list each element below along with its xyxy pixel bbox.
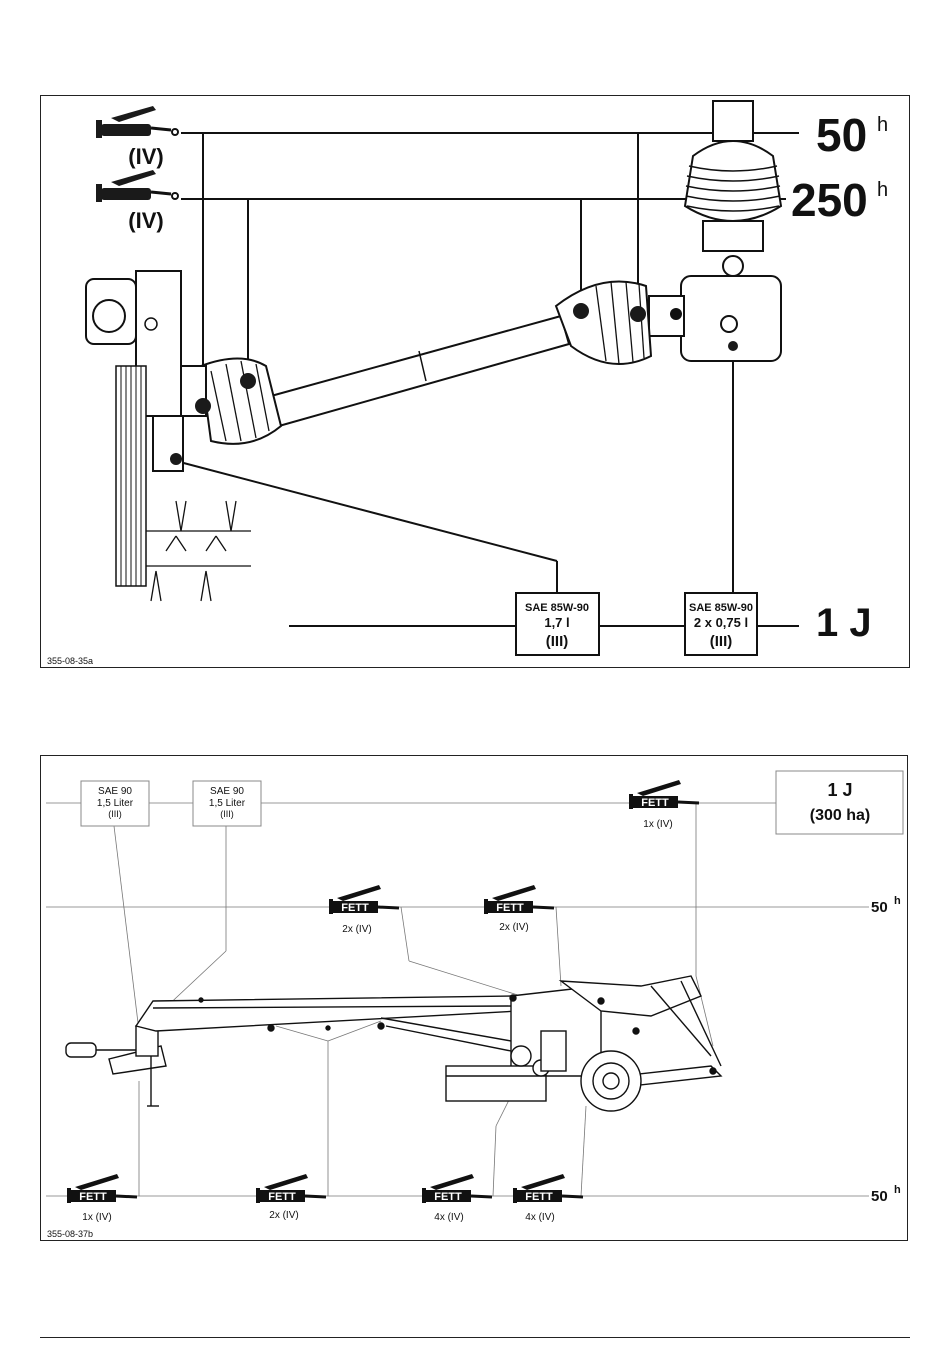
grease-code-label: (IV): [128, 144, 163, 169]
svg-text:FETT: FETT: [79, 1191, 107, 1203]
grease-gun-icon: FETT: [484, 885, 554, 914]
svg-text:SAE 85W-90: SAE 85W-90: [689, 602, 753, 614]
figure-id: 355-08-37b: [47, 1229, 93, 1239]
grease-code-label: (IV): [128, 208, 163, 233]
grease-gun-icon: [96, 170, 178, 202]
grease-gun-icon: FETT: [329, 885, 399, 914]
svg-text:2 x 0,75 l: 2 x 0,75 l: [694, 615, 748, 630]
right-gearbox: [649, 276, 781, 361]
grease-gun-icon: [96, 106, 178, 138]
grease-gun-icon: FETT: [67, 1174, 137, 1203]
svg-text:(III): (III): [710, 633, 733, 650]
interval-50h: 50: [871, 1188, 888, 1205]
svg-text:FETT: FETT: [496, 902, 524, 914]
grease-gun-icon: FETT: [629, 780, 699, 809]
grease-gun-icon: FETT: [513, 1174, 583, 1203]
oil-spec-box: SAE 85W-90 1,7 l (III): [516, 593, 599, 655]
grease-count: 2x (IV): [342, 924, 371, 935]
oil-spec-box: SAE 90 1,5 Liter (III): [81, 781, 149, 826]
cutter-discs: [146, 501, 251, 601]
svg-text:SAE 90: SAE 90: [210, 786, 244, 797]
svg-text:(III): (III): [220, 809, 234, 819]
annual-service-box: 1 J (300 ha): [776, 771, 903, 834]
figure-id: 355-08-35a: [47, 656, 93, 666]
interval-50h: 50: [816, 109, 867, 161]
page-divider: [40, 1337, 910, 1338]
interval-unit: h: [894, 895, 901, 907]
drive-shaft-drawing: (IV) (IV) 50 h 250 h 1 J: [41, 96, 911, 669]
lubrication-diagram-bottom: SAE 90 1,5 Liter (III) SAE 90 1,5 Liter …: [40, 755, 908, 1241]
svg-text:SAE 85W-90: SAE 85W-90: [525, 602, 589, 614]
grease-gun-icon: FETT: [422, 1174, 492, 1203]
svg-text:1 J: 1 J: [827, 780, 852, 800]
svg-text:FETT: FETT: [268, 1191, 296, 1203]
interval-1-year: 1 J: [816, 601, 872, 645]
drive-belts: [116, 366, 146, 586]
grease-count: 2x (IV): [499, 922, 528, 933]
grease-count: 1x (IV): [82, 1212, 111, 1223]
interval-unit: h: [877, 114, 888, 136]
grease-gun-icon: FETT: [256, 1174, 326, 1203]
svg-text:FETT: FETT: [341, 902, 369, 914]
svg-text:FETT: FETT: [525, 1191, 553, 1203]
svg-text:(III): (III): [546, 633, 569, 650]
interval-unit: h: [877, 179, 888, 201]
svg-text:1,5 Liter: 1,5 Liter: [97, 798, 134, 809]
interval-250h: 250: [791, 174, 868, 226]
oil-spec-box: SAE 90 1,5 Liter (III): [193, 781, 261, 826]
mower-machine: [66, 976, 721, 1111]
grease-count: 1x (IV): [643, 819, 672, 830]
grease-count: 4x (IV): [525, 1212, 554, 1223]
mower-drawing: SAE 90 1,5 Liter (III) SAE 90 1,5 Liter …: [41, 756, 909, 1242]
oil-spec-box: SAE 85W-90 2 x 0,75 l (III): [685, 593, 757, 655]
svg-text:FETT: FETT: [641, 797, 669, 809]
vertical-shaft-boot: [685, 101, 781, 276]
svg-text:1,5 Liter: 1,5 Liter: [209, 798, 246, 809]
interval-unit: h: [894, 1184, 901, 1196]
grease-count: 2x (IV): [269, 1210, 298, 1221]
svg-text:FETT: FETT: [434, 1191, 462, 1203]
svg-text:(III): (III): [108, 809, 122, 819]
lubrication-diagram-top: (IV) (IV) 50 h 250 h 1 J: [40, 95, 910, 668]
svg-text:1,7 l: 1,7 l: [544, 615, 569, 630]
svg-text:(300 ha): (300 ha): [810, 807, 870, 824]
interval-50h: 50: [871, 899, 888, 916]
grease-count: 4x (IV): [434, 1212, 463, 1223]
svg-text:SAE 90: SAE 90: [98, 786, 132, 797]
